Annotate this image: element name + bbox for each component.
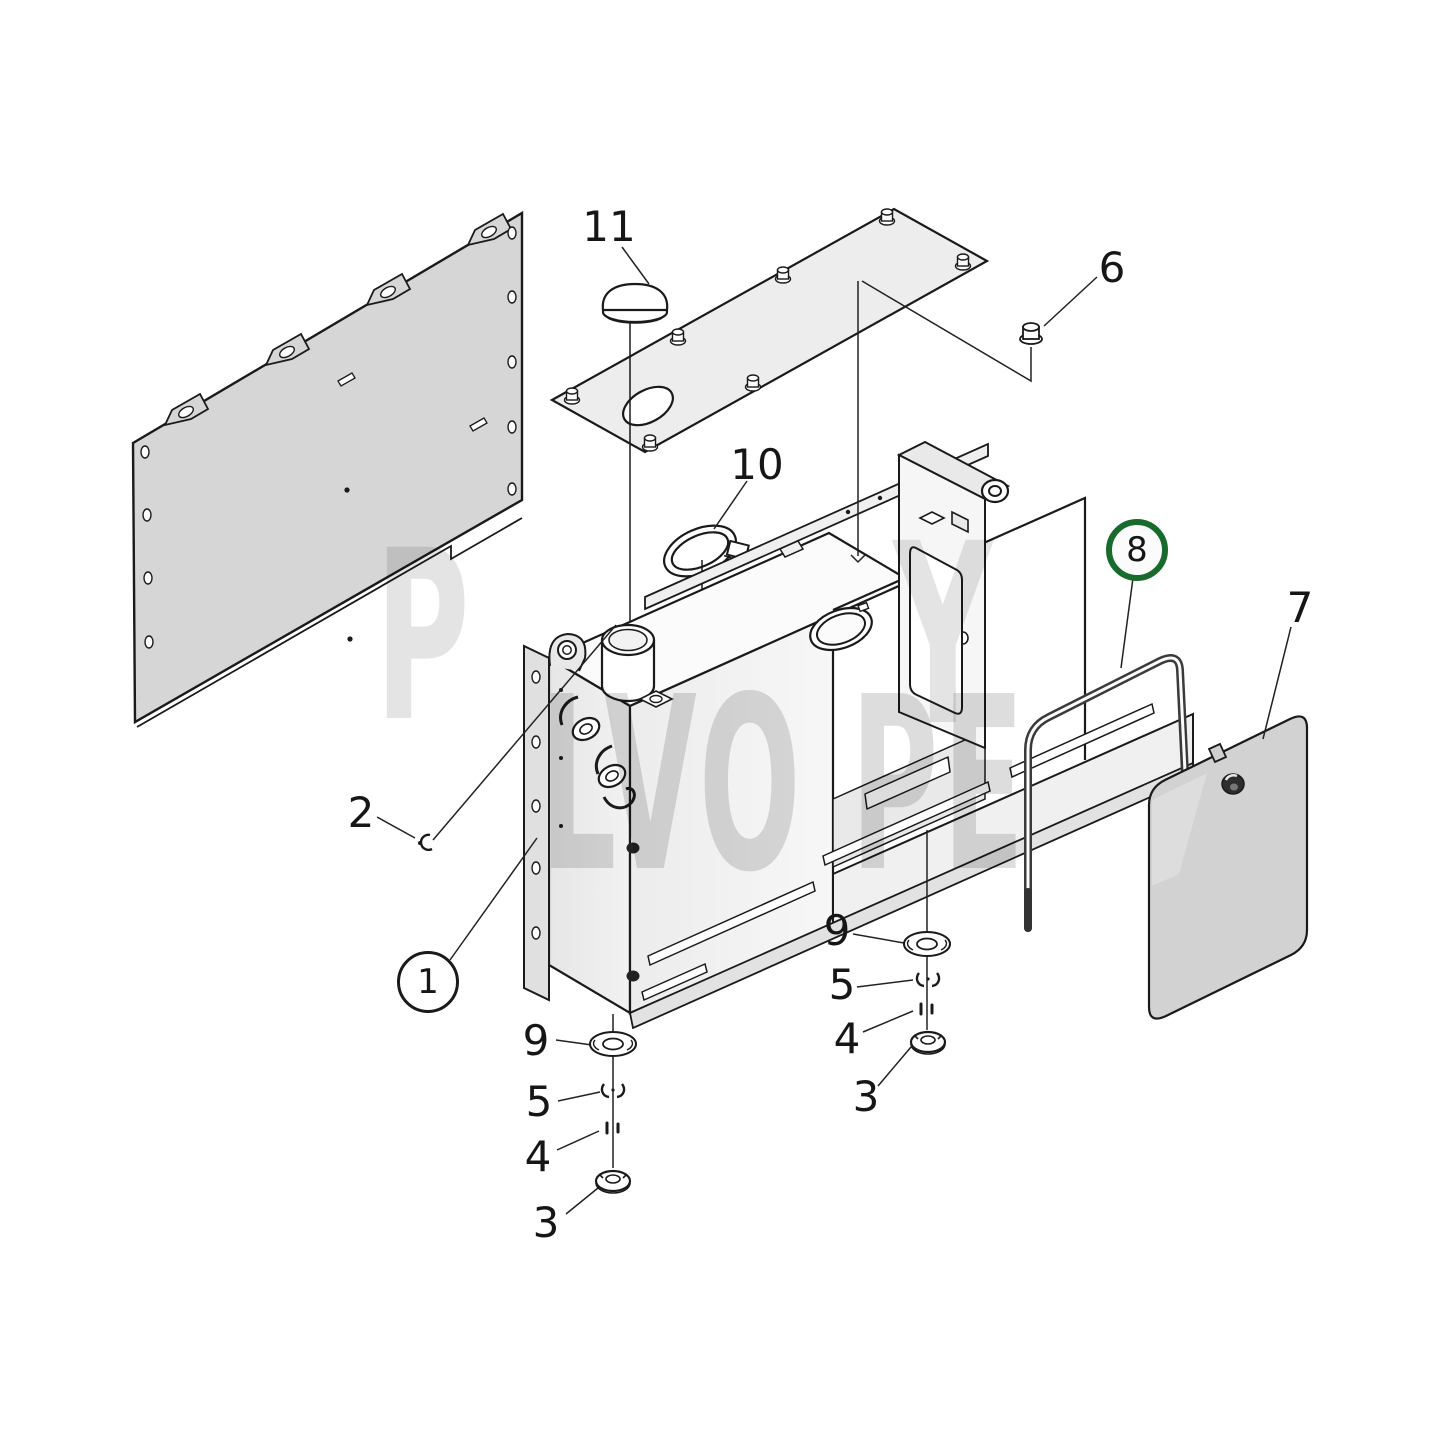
left-mounting-panel [131,210,524,728]
callout-9-right[interactable]: 9 [823,906,851,955]
plate-filler-hole [622,385,674,427]
plate-nuts [563,208,972,452]
tank-body [523,440,1194,1030]
tank-opening-collar [809,601,873,652]
nut-3-right [909,1030,947,1055]
pin-4-left [605,1121,620,1135]
callout-4-left[interactable]: 4 [524,1132,552,1181]
callout-8-highlighted[interactable]: 8 [1106,519,1168,581]
tank-flange [523,644,550,1002]
watermark-fragment-y: Y [892,490,995,781]
callout-2[interactable]: 2 [347,788,375,837]
spacer-5-left [600,1083,626,1099]
callout-3-right[interactable]: 3 [852,1072,880,1121]
watermark-fragment-lvope: LVO PE [540,645,1028,925]
washer-9-right [903,931,951,957]
panel-tabs [163,212,513,427]
rear-bracket [896,440,1011,750]
edge-bolt [626,970,640,982]
access-cover [1147,715,1309,1020]
nut-3-left [594,1169,632,1194]
filler-neck [600,623,656,703]
seal-strip [1024,654,1190,932]
edge-bolt [626,842,640,854]
watermark-fragment-p: P [375,500,470,774]
top-cover-plate [549,207,990,454]
hardware [418,322,1043,1194]
panel-holes [140,226,517,649]
cover-tab [1207,742,1228,764]
washer-9-left [589,1031,637,1057]
callout-11[interactable]: 11 [582,202,636,251]
callout-3-left[interactable]: 3 [532,1198,560,1247]
spacer-5-right [915,972,941,988]
callout-5-right[interactable]: 5 [828,960,856,1009]
callout-4-right[interactable]: 4 [833,1014,861,1063]
callout-7[interactable]: 7 [1286,583,1314,632]
cover-grommet [1221,773,1245,795]
callout-5-left[interactable]: 5 [525,1077,553,1126]
panel-bottom-lip [136,517,523,728]
callout-9-left[interactable]: 9 [522,1016,550,1065]
callout-10[interactable]: 10 [730,440,784,489]
pin-4-right [919,1002,934,1016]
nut-6 [1019,322,1043,345]
hose-fittings [559,695,636,810]
watermark: P Y LVO PE [375,490,1028,925]
band-slots [641,702,1155,1002]
callout-1[interactable]: 1 [397,951,459,1013]
callout-6[interactable]: 6 [1098,243,1126,292]
clip-2 [418,833,433,852]
filler-cap [601,282,669,634]
